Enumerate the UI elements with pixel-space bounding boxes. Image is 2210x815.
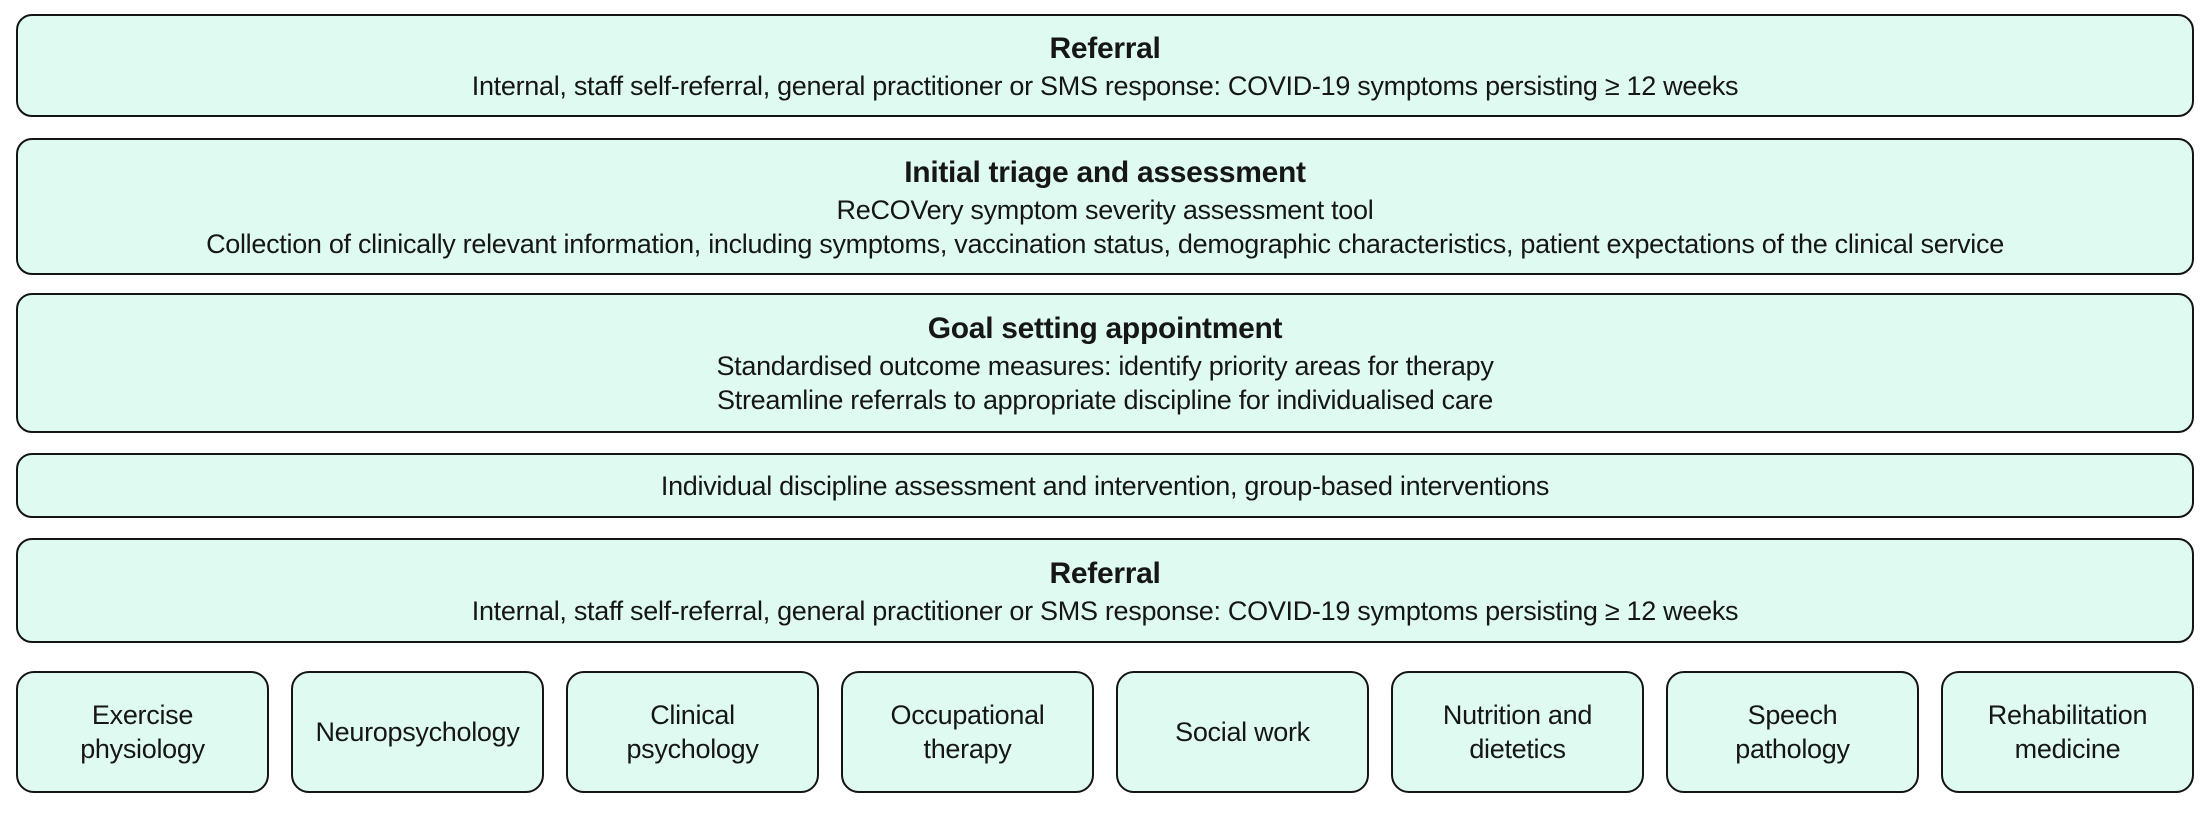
- box-title: Referral: [1049, 31, 1161, 65]
- box-title: Goal setting appointment: [927, 312, 1283, 345]
- discipline-label: Occupational: [890, 700, 1045, 730]
- discipline-label: Exercise: [91, 700, 194, 730]
- discipline-box-neuropsychology: Neuropsychology: [291, 671, 544, 793]
- box-title: Referral: [1049, 556, 1161, 590]
- discipline-box-social-work: Social work: [1116, 671, 1369, 793]
- discipline-label: medicine: [2014, 734, 2121, 764]
- discipline-label: Clinical: [650, 700, 735, 730]
- discipline-label: Rehabilitation: [1987, 700, 2148, 730]
- discipline-box-nutrition-dietetics: Nutrition and dietetics: [1391, 671, 1644, 793]
- discipline-label: physiology: [80, 734, 205, 764]
- discipline-box-clinical-psychology: Clinical psychology: [566, 671, 819, 793]
- discipline-box-exercise-physiology: Exercise physiology: [16, 671, 269, 793]
- box-text: Collection of clinically relevant inform…: [206, 228, 2004, 259]
- discipline-label: Social work: [1175, 717, 1310, 747]
- discipline-label: psychology: [626, 734, 759, 764]
- flow-box-referral-bottom: Referral Internal, staff self-referral, …: [16, 538, 2194, 643]
- box-text: ReCOVery symptom severity assessment too…: [836, 194, 1374, 225]
- box-title: Initial triage and assessment: [904, 155, 1306, 189]
- box-text: Standardised outcome measures: identify …: [716, 351, 1494, 381]
- discipline-box-rehabilitation-medicine: Rehabilitation medicine: [1941, 671, 2194, 793]
- discipline-label: dietetics: [1469, 734, 1566, 764]
- discipline-label: pathology: [1735, 734, 1850, 764]
- box-text: Streamline referrals to appropriate disc…: [717, 385, 1493, 415]
- discipline-label: Speech: [1747, 700, 1838, 730]
- flow-box-referral-top: Referral Internal, staff self-referral, …: [16, 14, 2194, 117]
- discipline-row: Exercise physiology Neuropsychology Clin…: [16, 671, 2194, 793]
- flow-box-individual-discipline: Individual discipline assessment and int…: [16, 453, 2194, 518]
- flow-box-goal-setting: Goal setting appointment Standardised ou…: [16, 293, 2194, 433]
- discipline-label: therapy: [923, 734, 1012, 764]
- box-text: Internal, staff self-referral, general p…: [471, 70, 1739, 101]
- box-text: Individual discipline assessment and int…: [660, 470, 1550, 501]
- discipline-box-speech-pathology: Speech pathology: [1666, 671, 1919, 793]
- discipline-box-occupational-therapy: Occupational therapy: [841, 671, 1094, 793]
- discipline-label: Neuropsychology: [315, 717, 520, 747]
- discipline-label: Nutrition and: [1442, 700, 1593, 730]
- box-text: Internal, staff self-referral, general p…: [471, 595, 1739, 626]
- flow-box-initial-triage: Initial triage and assessment ReCOVery s…: [16, 138, 2194, 275]
